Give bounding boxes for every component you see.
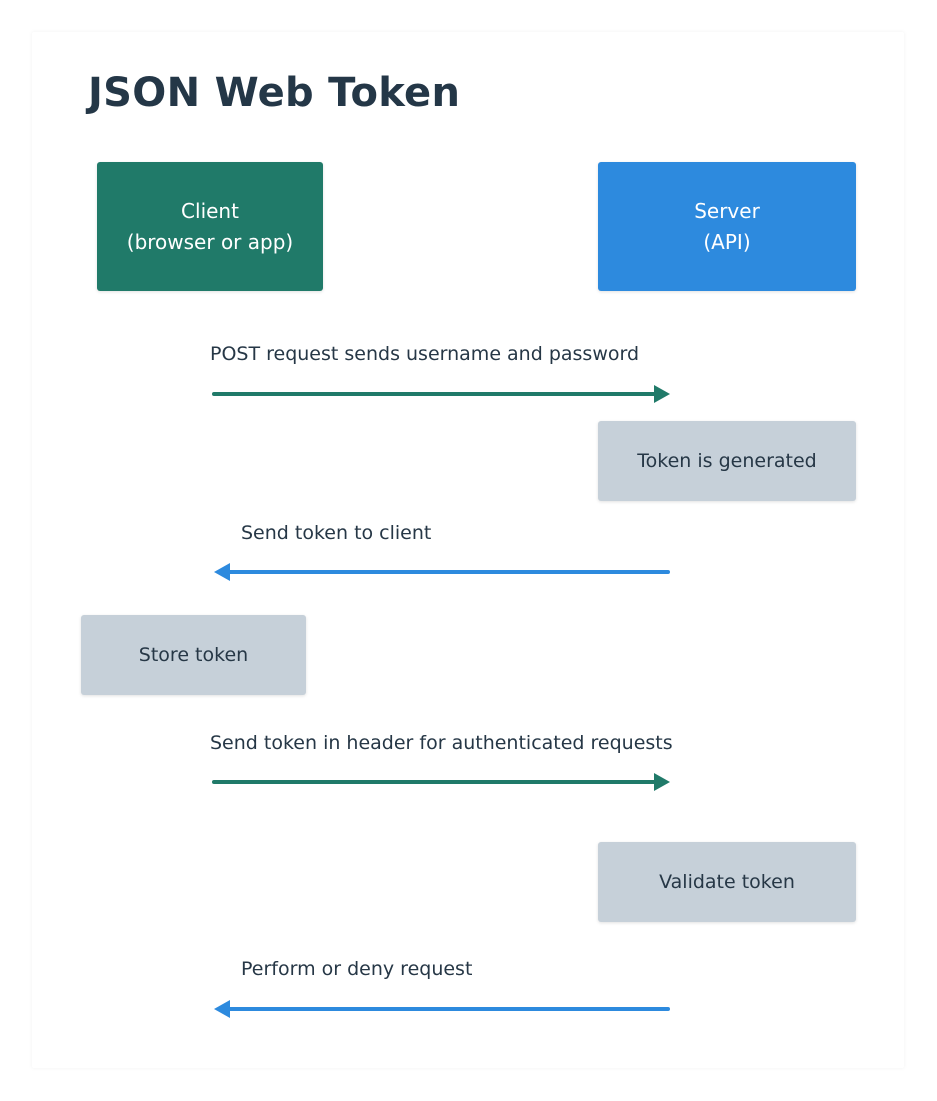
arrow-right-authenticated-request <box>212 773 670 791</box>
arrow-left-send-token <box>214 563 670 581</box>
message-label-authenticated-request: Send token in header for authenticated r… <box>210 732 673 754</box>
server-actor-box: Server (API) <box>598 162 856 291</box>
server-actor-description: (API) <box>703 229 751 254</box>
step-token-generated: Token is generated <box>598 421 856 501</box>
message-label-send-token: Send token to client <box>241 522 432 544</box>
client-actor-description: (browser or app) <box>126 229 294 254</box>
message-label-response: Perform or deny request <box>241 958 473 980</box>
server-actor-name: Server <box>694 198 760 223</box>
step-store-token: Store token <box>81 615 306 695</box>
arrow-right-login <box>212 385 670 403</box>
arrow-left-response <box>214 1000 670 1018</box>
step-validate-token: Validate token <box>598 842 856 922</box>
client-actor-box: Client (browser or app) <box>97 162 323 291</box>
message-label-login: POST request sends username and password <box>210 343 640 365</box>
client-actor-name: Client <box>181 198 239 223</box>
diagram-title: JSON Web Token <box>88 70 461 116</box>
